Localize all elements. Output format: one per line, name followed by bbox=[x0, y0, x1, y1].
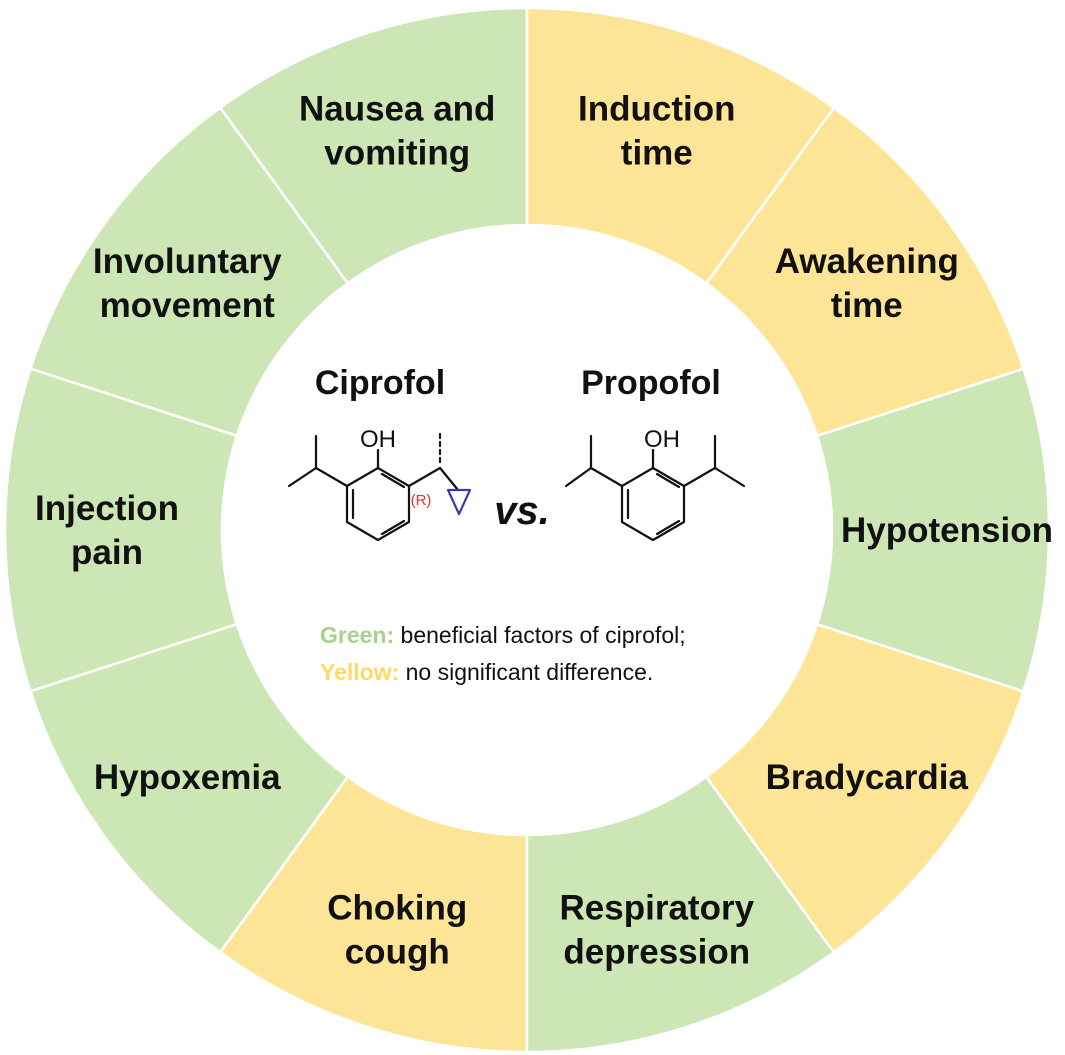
segment-label-0: Nausea and vomiting bbox=[299, 90, 495, 173]
segment-label-line: Awakening bbox=[775, 242, 959, 281]
segment-label-line: Bradycardia bbox=[766, 758, 969, 797]
segment-label-line: Involuntary bbox=[93, 242, 282, 281]
segment-label-line: Injection bbox=[35, 489, 179, 528]
segment-label-line: Hypotension bbox=[841, 511, 1053, 550]
segment-label-line: Hypoxemia bbox=[94, 758, 281, 797]
segment-label-line: vomiting bbox=[324, 134, 470, 173]
segment-label-7: Hypotension bbox=[841, 511, 1053, 550]
ciprofol-title: Ciprofol bbox=[315, 364, 445, 402]
segment-label-line: Respiratory bbox=[560, 888, 755, 927]
segment-label-line: Induction bbox=[578, 90, 735, 129]
legend-green-key: Green: bbox=[320, 622, 394, 648]
segment-label-line: Choking bbox=[327, 888, 467, 927]
chiral-center-label: (R) bbox=[411, 492, 432, 509]
ciprofol-oh-label: OH bbox=[360, 426, 396, 453]
segment-label-4: Choking cough bbox=[327, 888, 467, 971]
propofol-title: Propofol bbox=[581, 364, 721, 402]
vs-label: vs. bbox=[494, 489, 550, 533]
propofol-oh-label: OH bbox=[644, 426, 680, 453]
legend-yellow-text: no significant difference. bbox=[399, 659, 653, 685]
legend-yellow: Yellow: no significant difference. bbox=[320, 659, 653, 685]
ciprofol-structure: OH (R) bbox=[287, 426, 472, 542]
segment-label-line: depression bbox=[563, 932, 750, 971]
segment-label-8: Awakening time bbox=[775, 242, 959, 325]
segment-label-5: Respiratory depression bbox=[560, 888, 755, 971]
segment-label-line: Nausea and bbox=[299, 90, 495, 129]
propofol-structure: OH bbox=[564, 426, 746, 542]
legend-yellow-key: Yellow: bbox=[320, 659, 399, 685]
segment-label-9: Induction time bbox=[578, 90, 735, 173]
segment-ring bbox=[3, 6, 1051, 1054]
center-disc bbox=[222, 225, 832, 835]
segment-label-line: time bbox=[831, 286, 903, 325]
segment-label-3: Hypoxemia bbox=[94, 758, 281, 797]
segment-label-2: Injection pain bbox=[35, 489, 179, 572]
segment-label-6: Bradycardia bbox=[766, 758, 969, 797]
segment-label-line: time bbox=[621, 134, 693, 173]
segment-label-line: movement bbox=[100, 286, 275, 325]
legend-green: Green: beneficial factors of ciprofol; bbox=[320, 622, 686, 648]
segment-label-line: pain bbox=[71, 533, 143, 572]
legend-green-text: beneficial factors of ciprofol; bbox=[394, 622, 685, 648]
segment-label-1: Involuntary movement bbox=[93, 242, 282, 325]
segment-label-line: cough bbox=[345, 932, 450, 971]
